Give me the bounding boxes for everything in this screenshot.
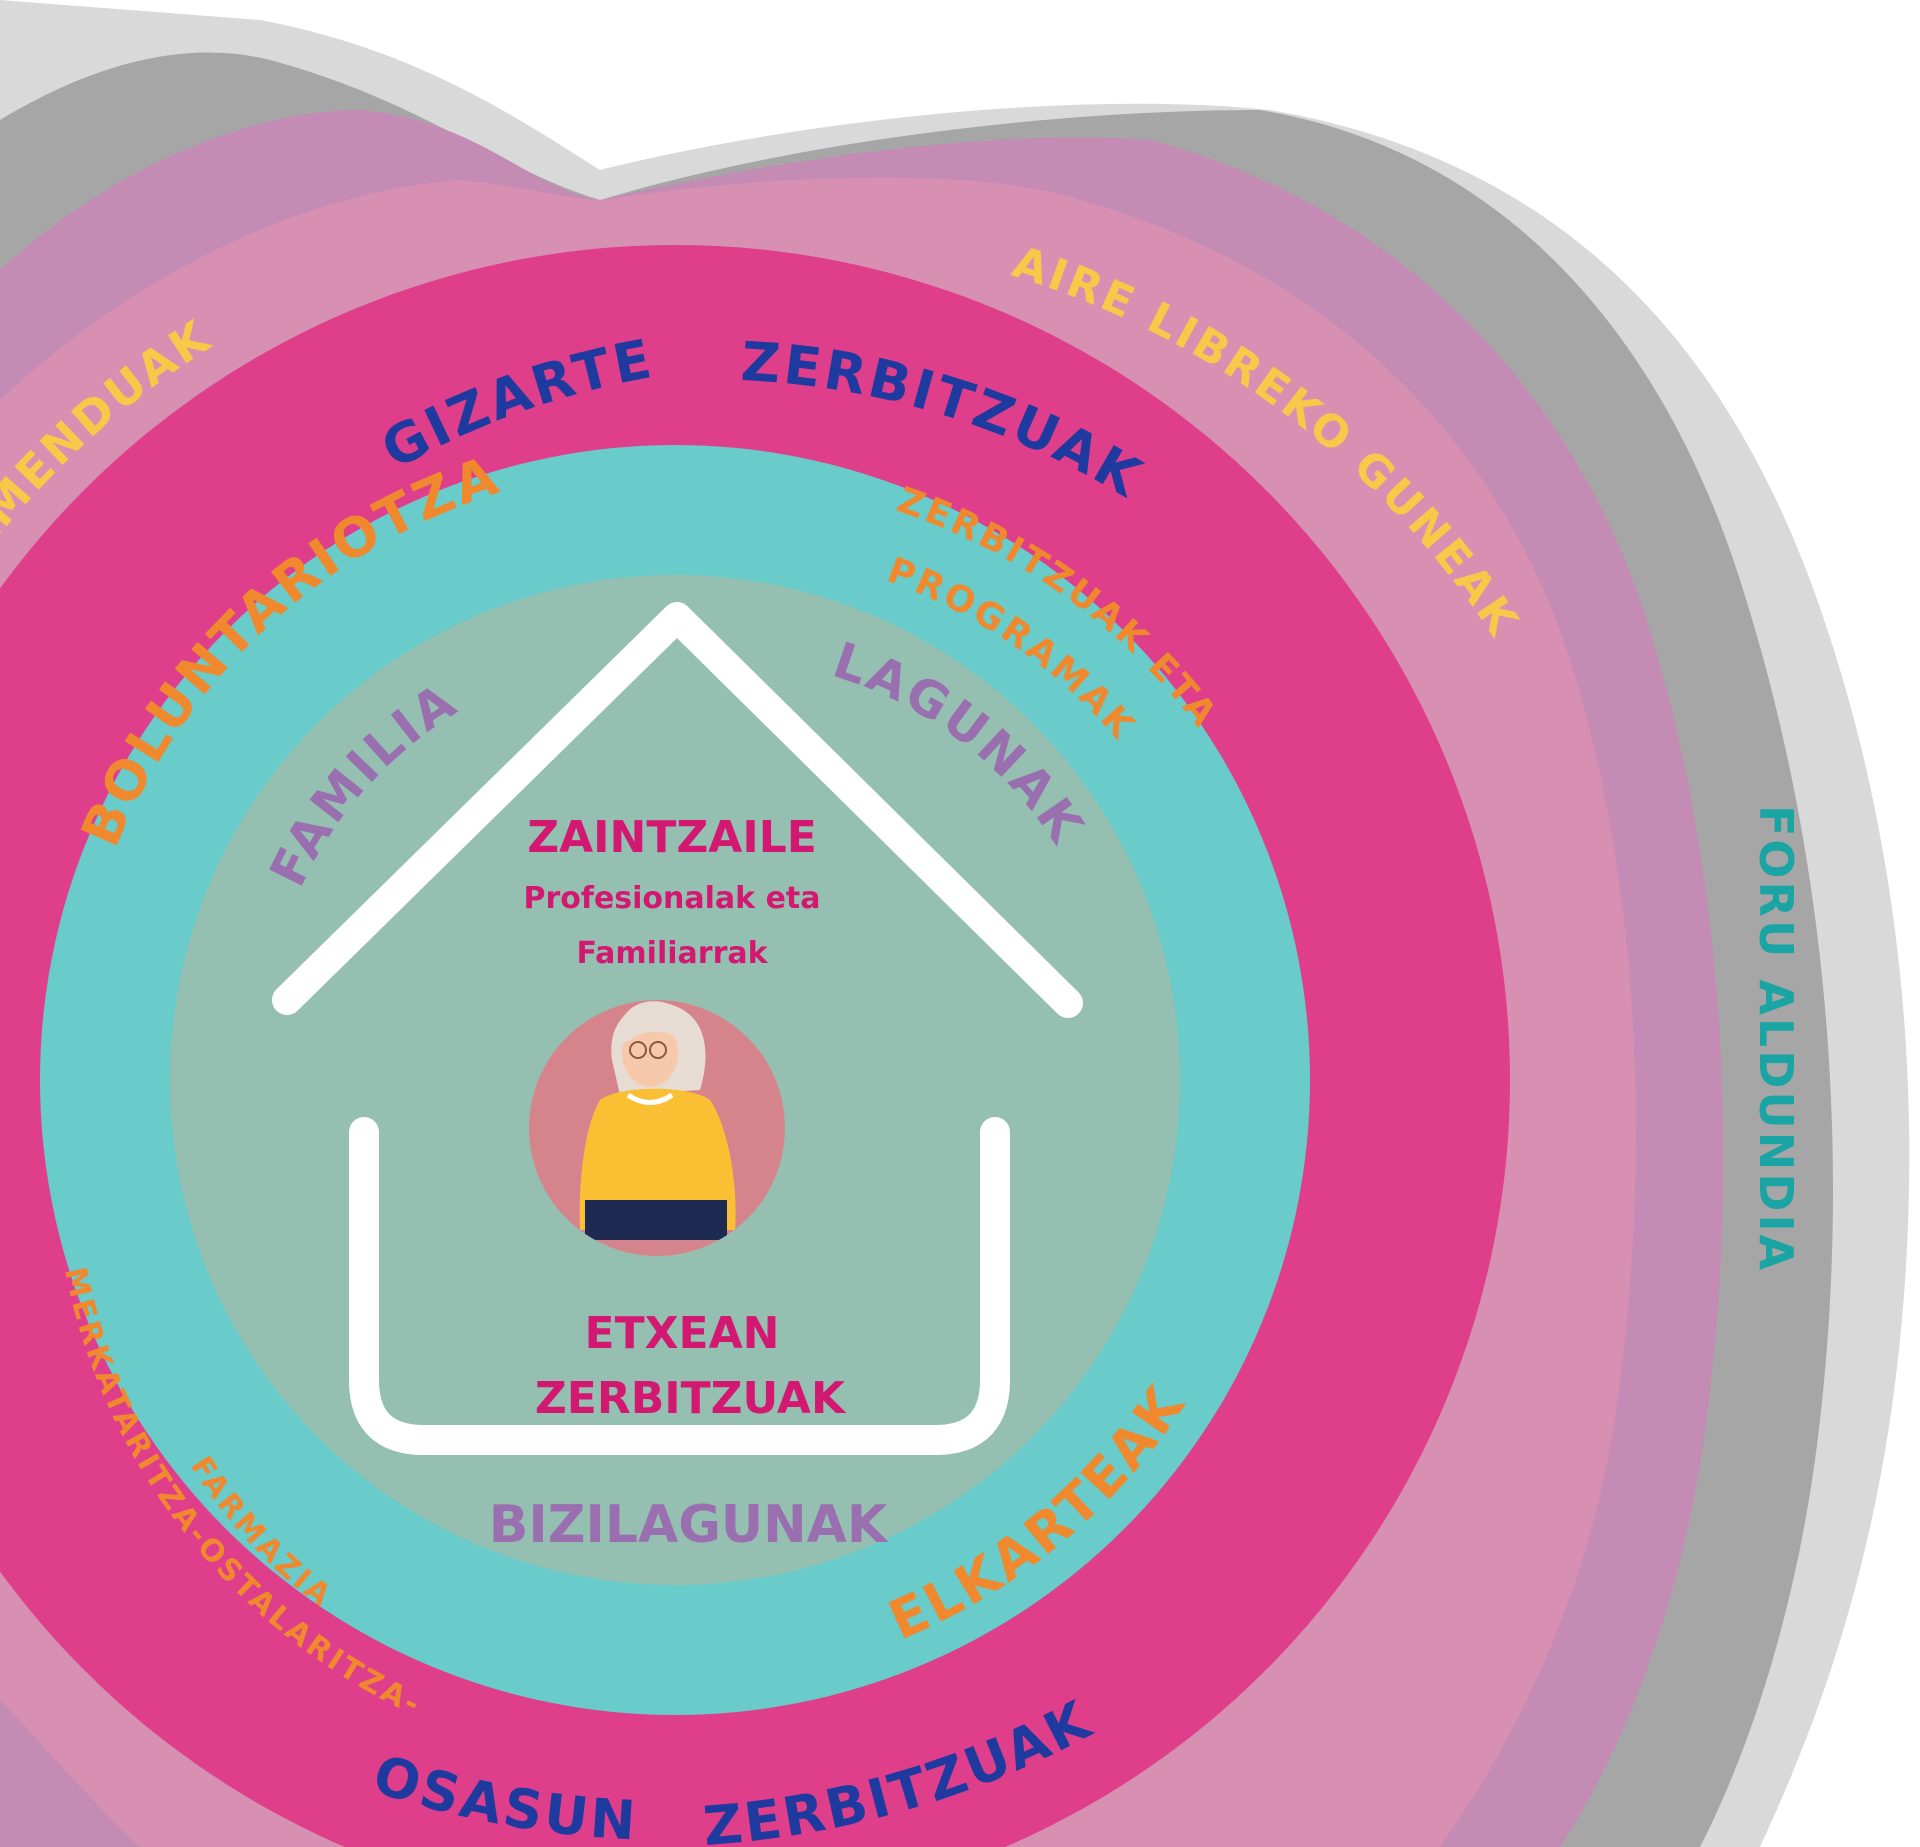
label-foru-aldundia: FORU ALDUNDIA [1749,805,1803,1273]
label-zaintzaile: ZAINTZAILE [527,812,817,863]
label-profesionalak-eta: Profesionalak eta [524,881,821,916]
label-familiarrak: Familiarrak [576,936,768,971]
avatar-hair-front [617,1001,695,1055]
house-outline-icon [272,602,1083,1455]
label-bizilagunak: BIZILAGUNAK [489,1495,889,1555]
avatar-sweater [579,1088,736,1230]
label-etxean: ETXEAN [585,1308,780,1359]
avatar-skirt [585,1200,727,1240]
elderly-woman-avatar-icon [529,1000,785,1256]
label-zerbitzuak-center: ZERBITZUAK [535,1373,847,1424]
